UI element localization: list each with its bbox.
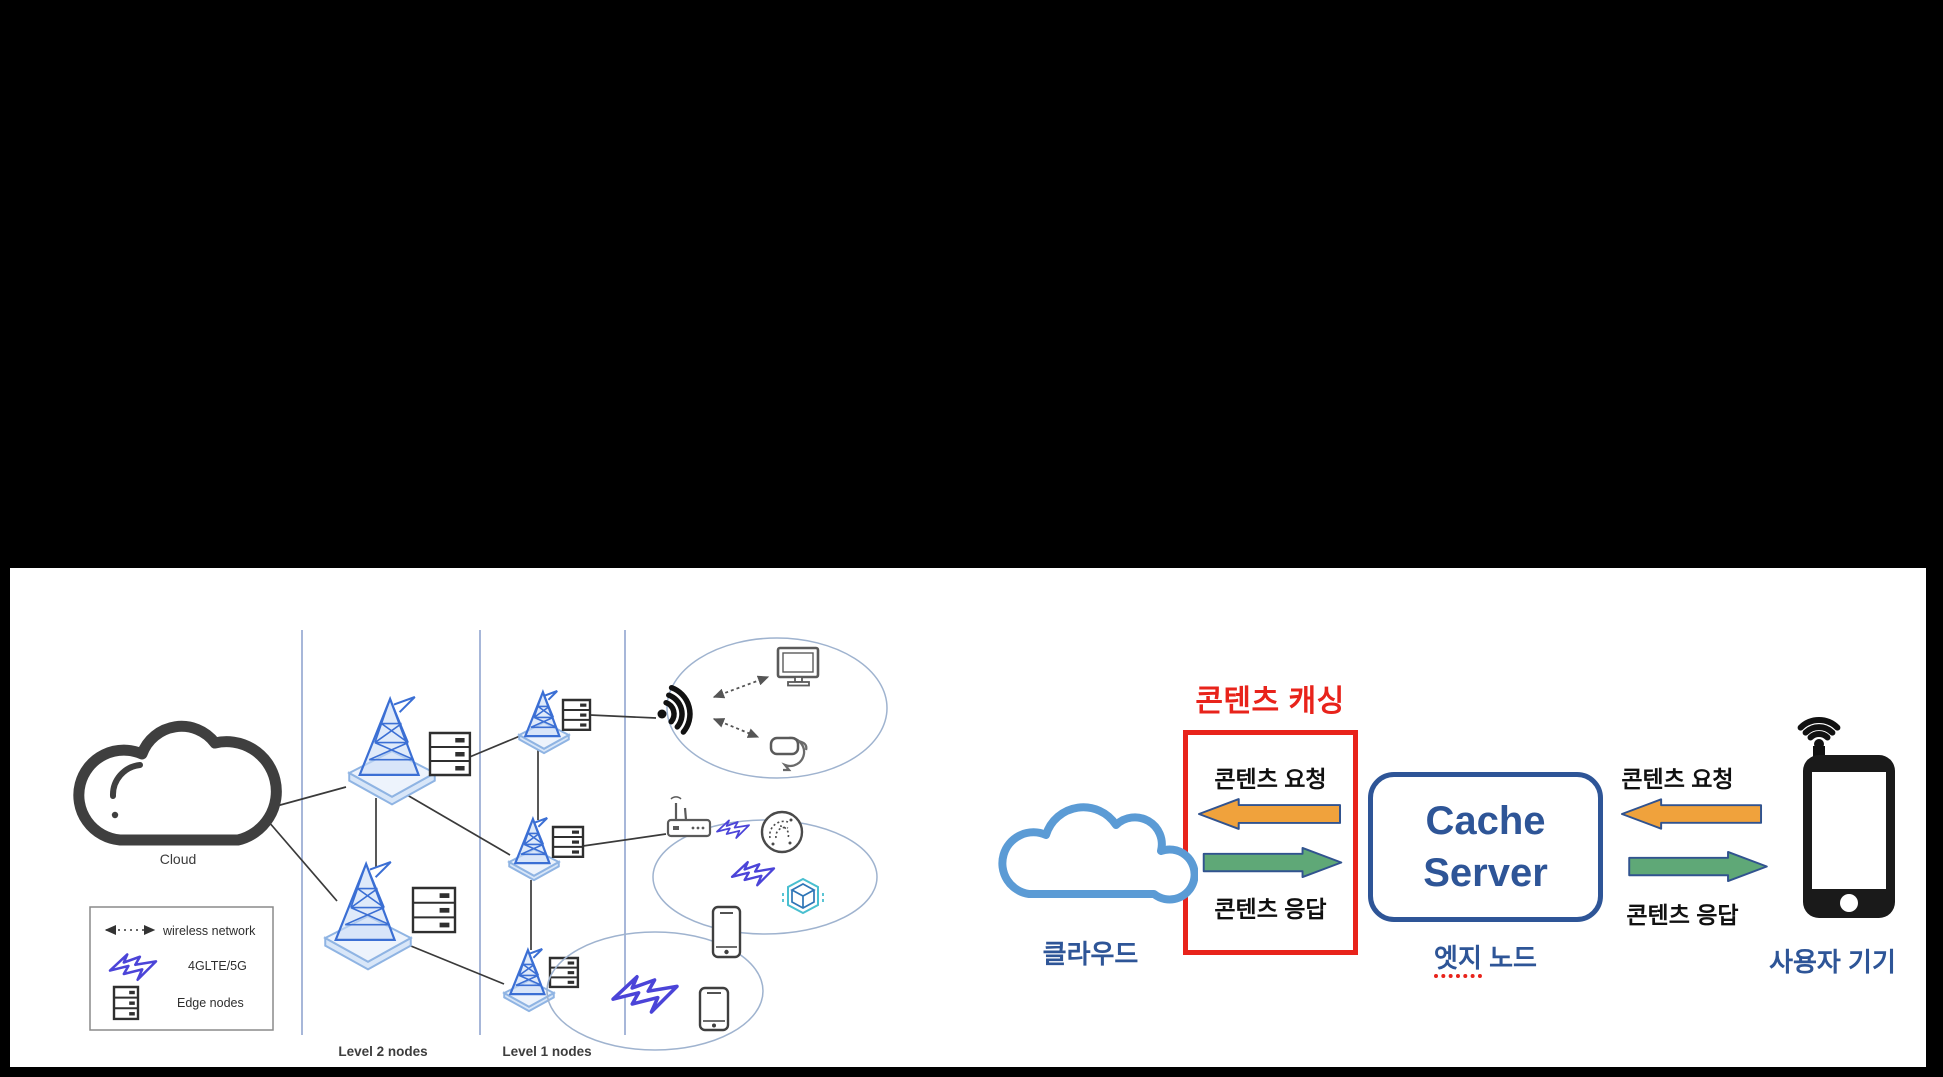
legend-lte-label: 4GLTE/5G [188, 959, 247, 973]
user-device-label: 사용자 기기 [1769, 947, 1896, 977]
edge-server-c [561, 698, 592, 731]
tower-level1-top [518, 690, 570, 754]
level-divider-lines [301, 630, 626, 1035]
edge-server-a [428, 731, 472, 777]
legend-edge-label: Edge nodes [177, 996, 244, 1010]
request-arrow-left [1197, 798, 1342, 830]
slide-white-panel: Cloud wireless network 4GLTE/5G Edge nod… [10, 568, 1926, 1067]
edge-server-e [548, 956, 580, 989]
router-icon [666, 796, 712, 838]
vr-headset-icon [769, 736, 808, 772]
tower-level1-middle [508, 817, 560, 881]
level2-nodes-label: Level 2 nodes [338, 1044, 427, 1059]
edge-node-label: 엣지 노드 [1368, 938, 1603, 978]
cache-server-line1: Cache [1425, 799, 1546, 843]
response-label-right: 콘텐츠 응답 [1626, 902, 1739, 928]
request-arrow-right [1620, 798, 1763, 830]
edge-server-d [551, 825, 585, 859]
level1-nodes-label: Level 1 nodes [502, 1044, 591, 1059]
cloud-icon [73, 720, 282, 846]
cache-server-box: Cache Server [1368, 772, 1603, 922]
edge-node-word1: 엣지 [1434, 943, 1482, 978]
cloud-provider-icon [998, 803, 1198, 904]
edge-node-word2: 노드 [1481, 943, 1537, 973]
cloud-label-korean: 클라우드 [1042, 939, 1139, 969]
tower-level2-top [348, 695, 436, 806]
wireless-link-arrows [712, 675, 770, 738]
legend-edge-node-icon [113, 986, 139, 1020]
legend-wireless-label: wireless network [162, 924, 256, 938]
backhaul-links [261, 714, 667, 985]
smartphone-icon-1 [711, 905, 742, 959]
response-arrow-left [1202, 847, 1343, 878]
smartphone-icon-2 [698, 986, 730, 1032]
iot-sphere-icon [760, 810, 804, 854]
response-arrow-right [1628, 851, 1768, 882]
bolt-icon-medium [730, 860, 776, 887]
tower-level2-bottom [324, 860, 412, 971]
device-wifi-icon [1797, 716, 1841, 741]
wifi-access-point-icon [657, 684, 693, 735]
bolt-icon-small [716, 819, 750, 839]
edge-network-topology-diagram: Cloud wireless network 4GLTE/5G Edge nod… [73, 630, 888, 1059]
bolt-icon-large [611, 975, 679, 1014]
request-label-left: 콘텐츠 요청 [1214, 766, 1327, 792]
cloud-label: Cloud [160, 851, 197, 867]
blockchain-cube-icon [782, 877, 824, 915]
content-caching-highlight-box [1183, 730, 1358, 955]
request-label-right: 콘텐츠 요청 [1621, 766, 1734, 792]
edge-server-b [411, 886, 457, 934]
response-label-left: 콘텐츠 응답 [1214, 896, 1327, 922]
user-device-icon [1797, 716, 1895, 918]
content-caching-title: 콘텐츠 캐싱 [1195, 685, 1345, 718]
cache-server-line2: Server [1423, 851, 1548, 895]
monitor-icon [776, 646, 820, 687]
tower-level1-bottom [503, 948, 555, 1012]
legend-box: wireless network 4GLTE/5G Edge nodes [89, 906, 274, 1031]
